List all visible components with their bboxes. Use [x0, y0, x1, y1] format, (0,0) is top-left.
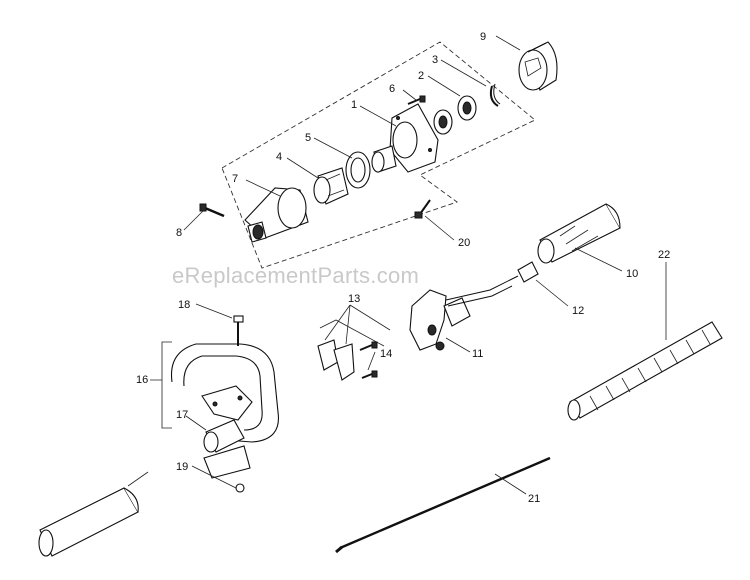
part-20-screw	[414, 199, 431, 219]
callout-16: 16	[136, 374, 148, 386]
callout-22: 22	[658, 249, 670, 261]
callout-5: 5	[305, 132, 311, 144]
part-5-gasket	[345, 151, 371, 189]
callout-10: 10	[626, 268, 638, 280]
part-6-screw	[407, 95, 426, 105]
part-11-throttle-assembly	[409, 275, 519, 351]
leader-lines	[127, 35, 667, 495]
callout-21: 21	[528, 493, 540, 505]
callout-6: 6	[389, 83, 395, 95]
part-4-drive-coupling	[313, 167, 349, 205]
part-7-clutch-housing	[244, 187, 309, 243]
part-2-bearing	[433, 95, 477, 135]
part-17-spacer	[203, 419, 245, 453]
part-3-snap-ring	[489, 83, 501, 107]
callout-18: 18	[178, 299, 190, 311]
part-9-clutch-drum	[518, 41, 558, 91]
watermark-text: eReplacementParts.com	[172, 263, 419, 288]
callout-12: 12	[572, 305, 584, 317]
callout-20: 20	[458, 237, 470, 249]
callout-3: 3	[432, 54, 438, 66]
part-21-drive-shaft	[335, 456, 551, 554]
callout-1: 1	[351, 99, 357, 111]
part-12-sleeve	[517, 261, 539, 283]
callout-14: 14	[380, 348, 392, 360]
callout-4: 4	[276, 151, 282, 163]
callout-7: 7	[232, 173, 238, 185]
callout-19: 19	[176, 461, 188, 473]
callout-11: 11	[472, 348, 483, 360]
part-14-screws	[359, 341, 378, 379]
part-16-loop-handle	[170, 343, 280, 443]
callout-2: 2	[418, 70, 424, 82]
callout-17: 17	[176, 409, 188, 421]
assembly-frame-dashed	[221, 41, 536, 269]
part-1-gear-case	[371, 103, 439, 173]
callout-13: 13	[348, 293, 360, 305]
boom-tube	[38, 487, 139, 557]
part-19-clamp-half	[203, 445, 251, 493]
part-10-grip	[537, 203, 621, 264]
part-13-clamp	[317, 319, 385, 381]
callout-9: 9	[480, 31, 486, 43]
part-18-screw	[233, 315, 244, 346]
callout-8: 8	[176, 227, 182, 239]
part-22-flex-liner	[567, 321, 723, 421]
